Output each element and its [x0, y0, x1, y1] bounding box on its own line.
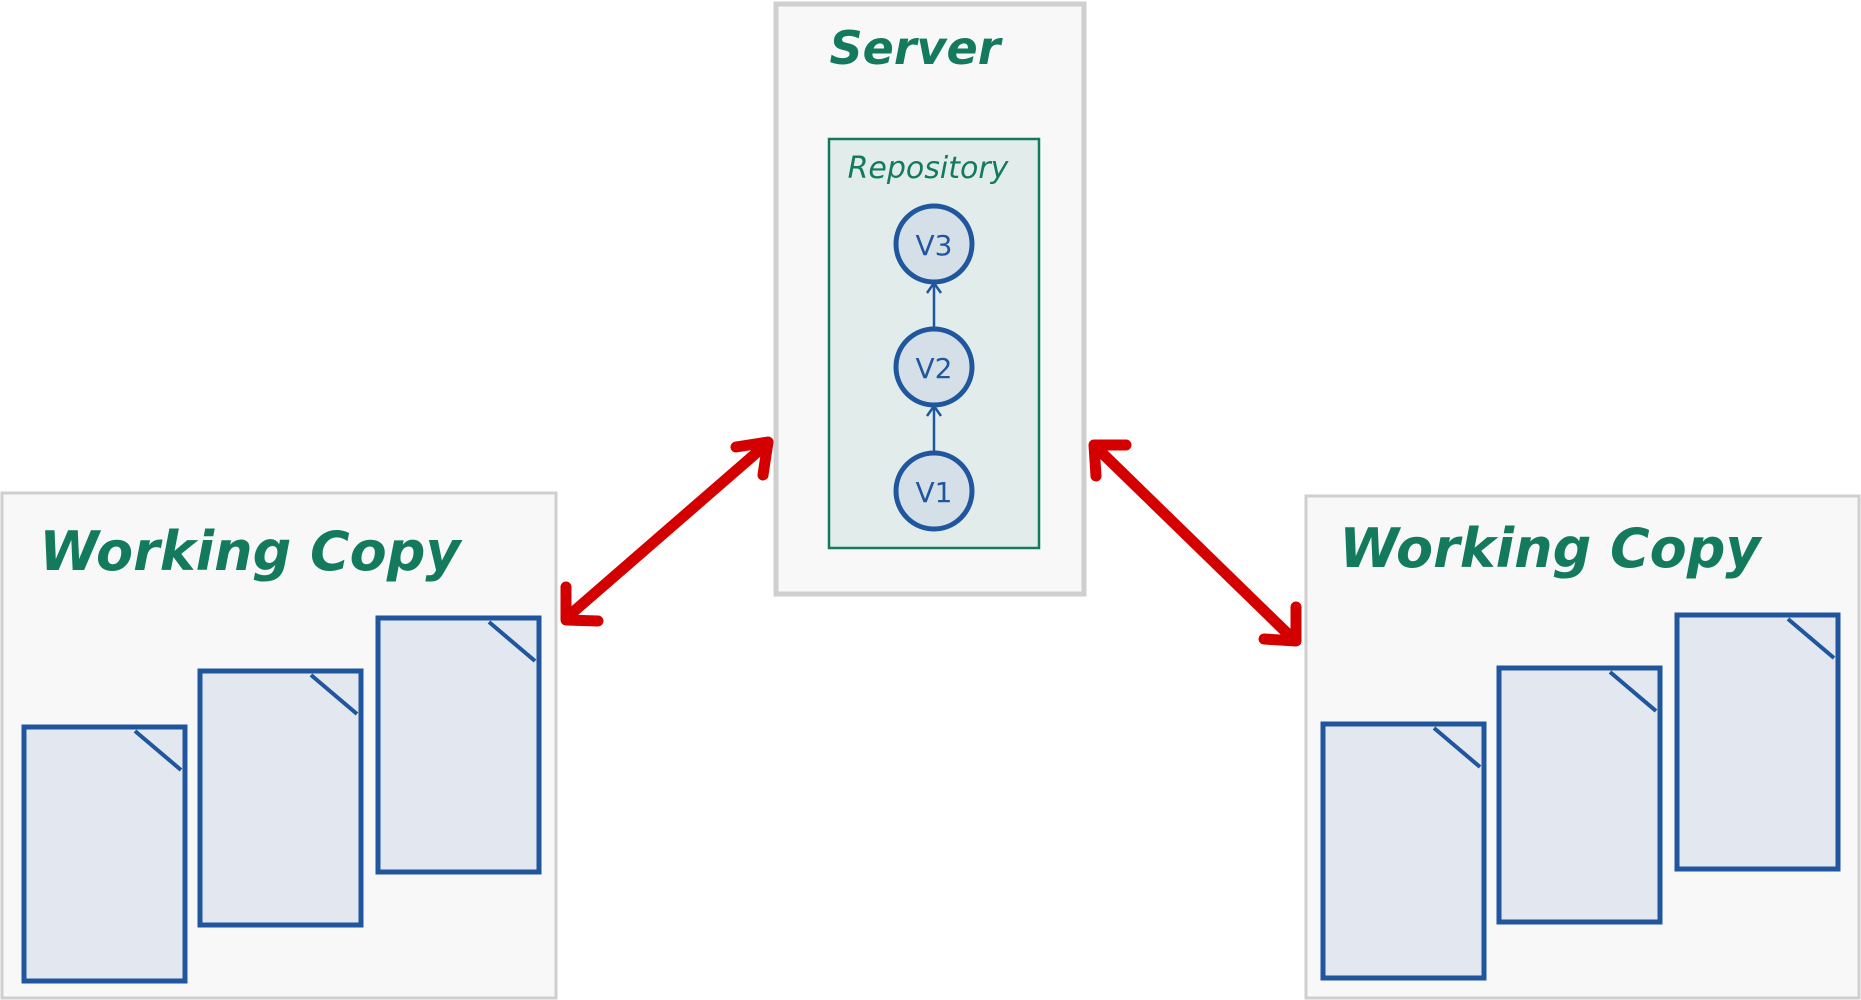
document-icon[interactable]: [1496, 665, 1663, 925]
version-node-v2[interactable]: V2: [893, 326, 975, 408]
left-working-copy-title: Working Copy: [39, 520, 463, 583]
left-sync-arrow: [560, 436, 774, 627]
right-working-copy: Working Copy: [1304, 494, 1861, 1000]
version-label-v3: V3: [916, 229, 953, 262]
version-label-v2: V2: [916, 352, 953, 385]
right-working-copy-title: Working Copy: [1339, 517, 1763, 580]
right-sync-arrow: [1088, 439, 1302, 647]
document-icon[interactable]: [197, 668, 364, 928]
repository: Repository V3 V2 V1: [827, 137, 1041, 550]
document-icon[interactable]: [375, 615, 542, 875]
version-node-v1[interactable]: V1: [893, 450, 975, 532]
server-title: Server: [830, 21, 1004, 75]
version-node-v3[interactable]: V3: [893, 203, 975, 285]
document-icon[interactable]: [1320, 721, 1487, 981]
version-label-v1: V1: [916, 476, 953, 509]
left-working-copy: Working Copy: [0, 491, 558, 1000]
server-panel: Server Repository V3 V2 V1: [773, 1, 1087, 597]
document-icon[interactable]: [21, 724, 188, 984]
document-icon[interactable]: [1674, 612, 1841, 872]
repository-title: Repository: [848, 151, 1010, 186]
